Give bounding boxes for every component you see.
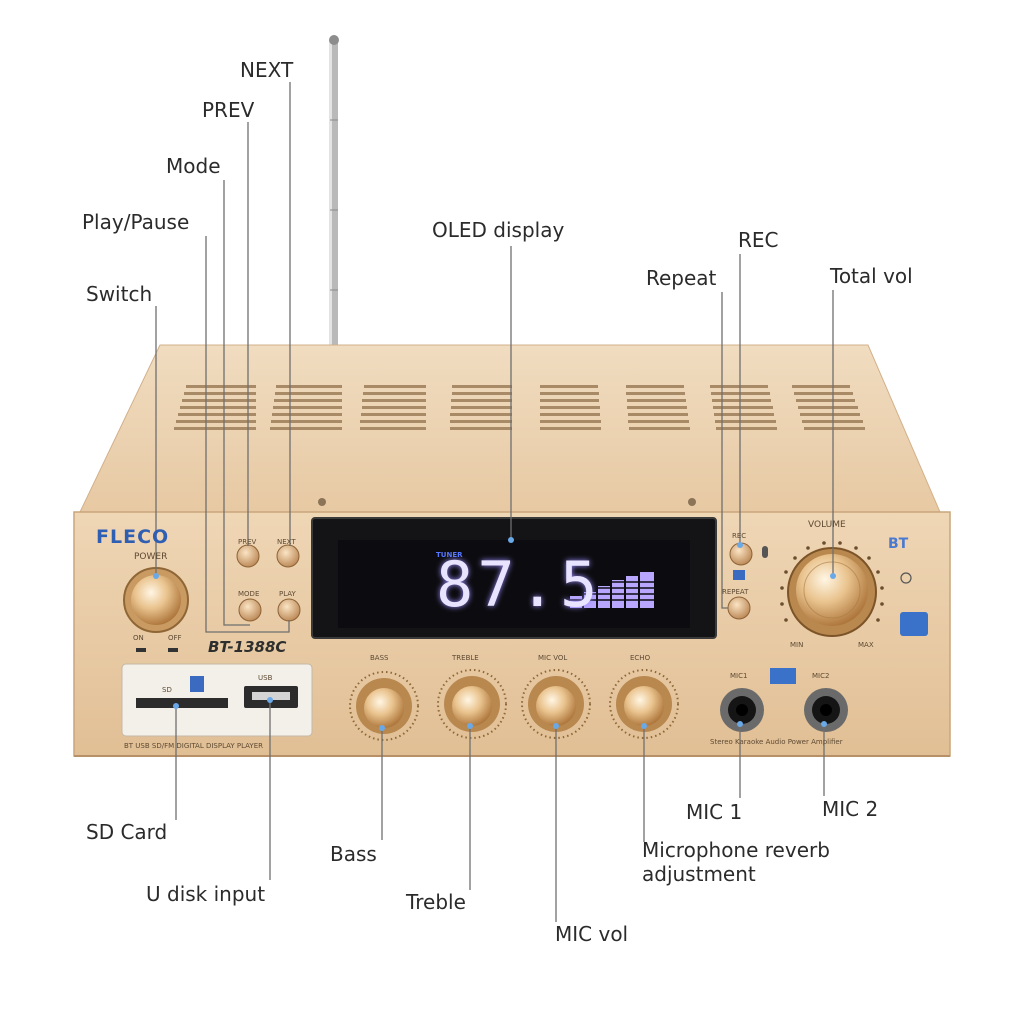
treble-panel-label: TREBLE	[452, 654, 479, 662]
antenna	[329, 35, 339, 345]
vent-3	[360, 385, 426, 430]
volume-max-label: MAX	[858, 641, 874, 649]
mic-indicator-icon	[770, 668, 796, 684]
next-label: NEXT	[277, 538, 296, 546]
rec-indicator-icon	[733, 570, 745, 580]
mic-vol-knob-group	[521, 669, 591, 739]
footer-right-text: Stereo Karaoke Audio Power Amplifier	[710, 738, 843, 746]
prev-button[interactable]	[236, 544, 260, 568]
echo-knob-group	[609, 669, 679, 739]
spectrum-gaps	[566, 581, 660, 601]
volume-label: VOLUME	[808, 520, 846, 530]
callout-oled-display: OLED display	[432, 218, 565, 242]
play-label: PLAY	[279, 590, 296, 598]
vent-grilles	[174, 385, 865, 430]
echo-panel-label: ECHO	[630, 654, 651, 662]
bluetooth-remote-icon	[900, 612, 928, 636]
mode-button[interactable]	[238, 598, 262, 622]
play-pause-button[interactable]	[277, 598, 301, 622]
sd-indicator-icon	[190, 676, 204, 692]
callout-next: NEXT	[240, 58, 294, 82]
prev-label: PREV	[238, 538, 257, 546]
tuner-label: TUNER	[436, 551, 463, 559]
leader-play-pause	[205, 236, 290, 633]
callout-mic-reverb-line2: adjustment	[642, 862, 756, 886]
sd-label: SD	[162, 686, 172, 694]
vent-1	[174, 385, 256, 430]
callout-play-pause: Play/Pause	[82, 210, 190, 234]
leader-dots	[153, 537, 836, 731]
frequency-readout: 87.5	[436, 548, 602, 621]
volume-knob[interactable]	[796, 554, 868, 626]
bass-panel-label: BASS	[370, 654, 389, 662]
power-knob[interactable]	[131, 575, 181, 625]
callout-bass: Bass	[330, 842, 377, 866]
callout-prev: PREV	[202, 98, 255, 122]
callout-u-disk-input: U disk input	[146, 882, 266, 906]
repeat-button[interactable]	[727, 596, 751, 620]
volume-scale-dots	[780, 541, 884, 622]
footer-left-text: BT USB SD/FM DIGITAL DISPLAY PLAYER	[124, 742, 263, 750]
treble-knob[interactable]	[452, 686, 492, 726]
power-label: POWER	[134, 552, 168, 562]
brand-logo: FLECO	[96, 526, 170, 548]
callout-repeat: Repeat	[646, 266, 717, 290]
bass-knob[interactable]	[364, 688, 404, 728]
callout-treble: Treble	[406, 890, 466, 914]
callout-mode: Mode	[166, 154, 221, 178]
micvol-panel-label: MIC VOL	[538, 654, 568, 662]
volume-min-label: MIN	[790, 641, 804, 649]
on-label: ON	[133, 634, 144, 642]
usb-label: USB	[258, 674, 273, 682]
callout-sd-card: SD Card	[86, 820, 168, 844]
mic1-jack-group	[720, 688, 764, 732]
repeat-label: REPEAT	[722, 588, 749, 596]
bass-knob-group	[349, 671, 419, 741]
vent-2	[270, 385, 342, 430]
mic1-panel-label: MIC1	[730, 672, 748, 680]
screw-right	[688, 498, 696, 506]
screw-left	[318, 498, 326, 506]
bluetooth-logo: BT	[888, 536, 909, 552]
leader-repeat	[721, 292, 728, 609]
vent-4	[450, 385, 512, 430]
vent-5	[540, 385, 601, 430]
callout-mic2: MIC 2	[822, 797, 879, 821]
rec-label: REC	[732, 532, 747, 540]
leader-lines	[155, 82, 834, 922]
mic2-jack-group	[804, 688, 848, 732]
transport-buttons	[236, 542, 753, 622]
callout-switch: Switch	[86, 282, 153, 306]
mode-label: MODE	[238, 590, 260, 598]
callout-mic1: MIC 1	[686, 800, 743, 824]
music-note-icon	[900, 572, 912, 584]
callout-mic-vol: MIC vol	[555, 922, 629, 946]
sd-card-slot[interactable]	[136, 698, 228, 708]
off-label: OFF	[168, 634, 182, 642]
leader-mode	[223, 180, 250, 626]
echo-knob[interactable]	[624, 686, 664, 726]
next-button[interactable]	[276, 544, 300, 568]
vent-6	[626, 385, 690, 430]
callout-mic-reverb-line1: Microphone reverb	[642, 838, 830, 862]
treble-knob-group	[437, 669, 507, 739]
mic2-panel-label: MIC2	[812, 672, 830, 680]
model-name: BT-1388C	[208, 638, 287, 656]
mic-vol-knob[interactable]	[536, 686, 576, 726]
mic-icon	[762, 546, 768, 558]
callout-rec: REC	[738, 228, 779, 252]
callout-total-vol: Total vol	[830, 264, 913, 288]
